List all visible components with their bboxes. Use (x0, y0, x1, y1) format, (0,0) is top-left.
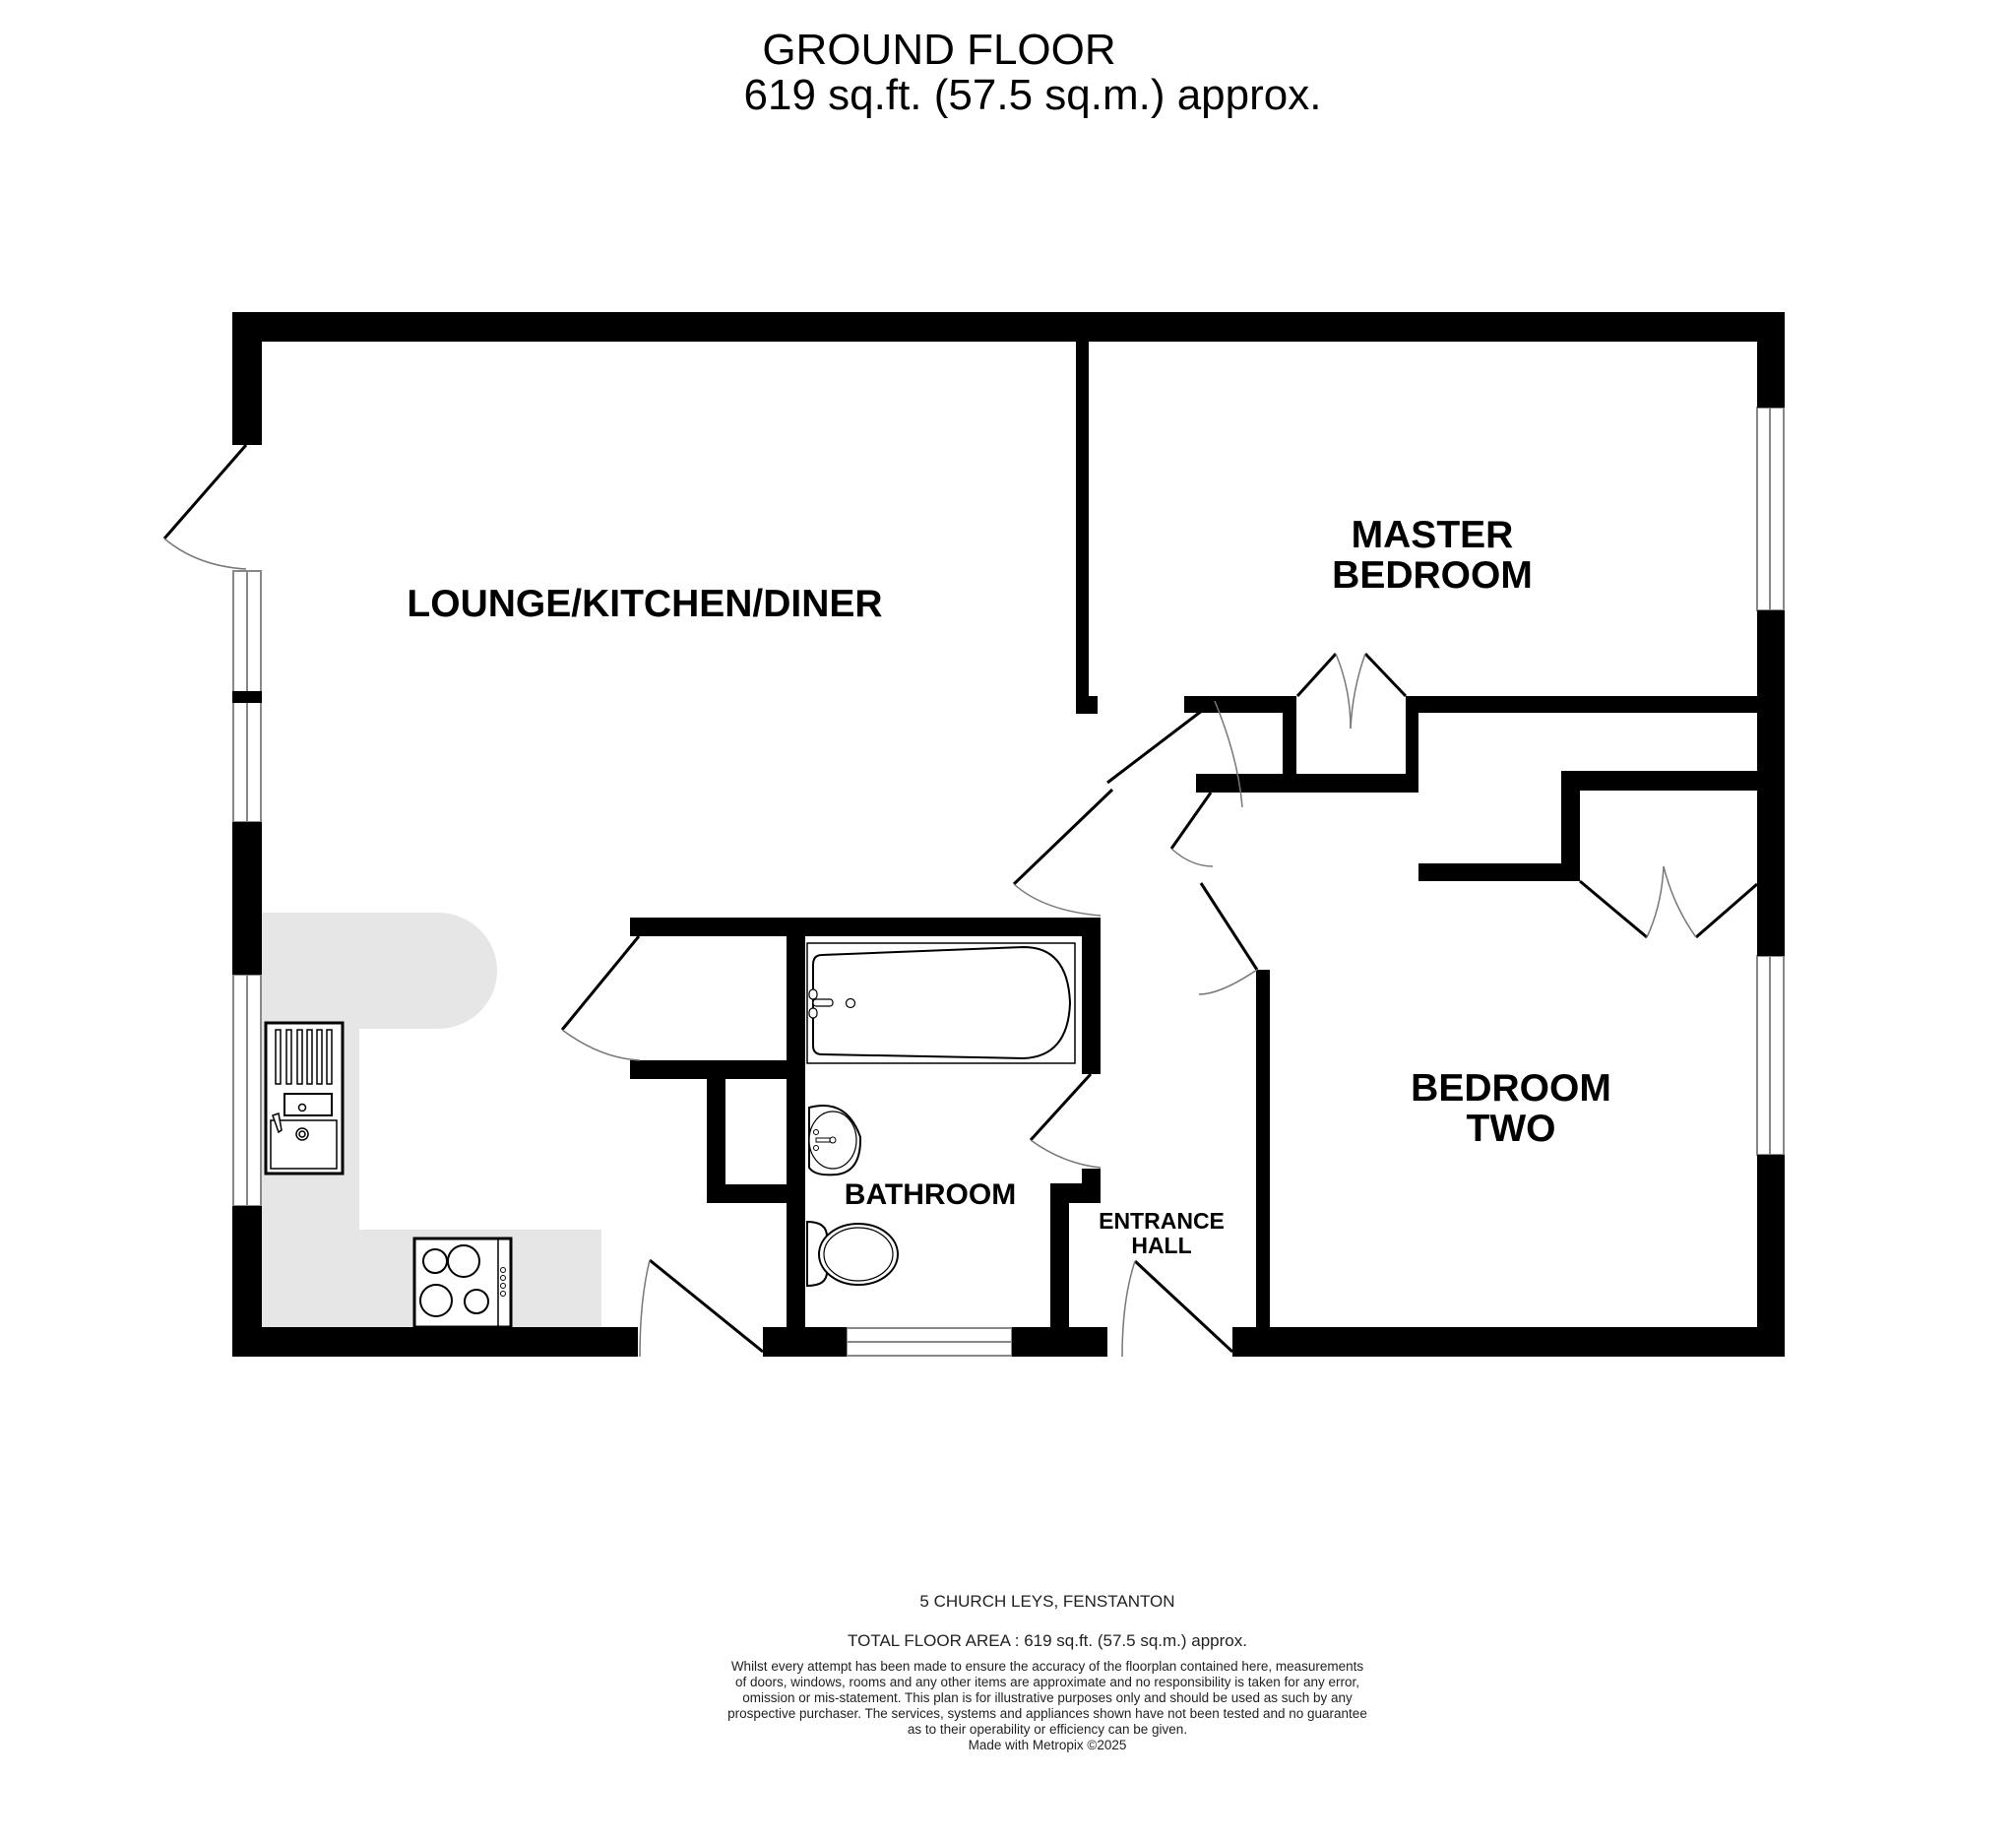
wash-basin (808, 1105, 862, 1176)
room-label-bedroom-two-line2: TWO (1466, 1107, 1556, 1150)
disclaimer-line: prospective purchaser. The services, sys… (727, 1706, 1367, 1721)
hob (412, 1237, 513, 1329)
windows (232, 407, 1785, 1357)
room-label-hall-line2: HALL (1131, 1233, 1192, 1259)
room-label-bathroom: BATHROOM (844, 1178, 1017, 1211)
toilet (806, 1220, 899, 1288)
room-label-lounge: LOUNGE/KITCHEN/DINER (407, 583, 883, 625)
room-label-entrance-hall: ENTRANCE HALL (1073, 1208, 1250, 1259)
disclaimer-line: of doors, windows, rooms and any other i… (734, 1675, 1360, 1689)
room-label-master-line2: BEDROOM (1332, 553, 1533, 597)
walls (232, 312, 1785, 1357)
room-label-bedroom-two: BEDROOM TWO (1363, 1067, 1659, 1150)
disclaimer: Whilst every attempt has been made to en… (39, 1659, 2016, 1738)
room-label-master-bedroom: MASTER BEDROOM (1280, 514, 1585, 597)
doors (162, 444, 1758, 1358)
room-label-hall-line1: ENTRANCE (1099, 1208, 1225, 1234)
floor-title: GROUND FLOOR (762, 26, 1116, 74)
total-floor-area: TOTAL FLOOR AREA : 619 sq.ft. (57.5 sq.m… (848, 1631, 1247, 1650)
room-label-master-line1: MASTER (1351, 514, 1514, 556)
property-address: 5 CHURCH LEYS, FENSTANTON (919, 1592, 1175, 1611)
floor-area: 619 sq.ft. (57.5 sq.m.) approx. (743, 71, 1322, 119)
kitchen-counter (262, 913, 601, 1327)
floor-plan (162, 312, 1785, 1358)
kitchen-sink (264, 1021, 345, 1175)
disclaimer-line: Whilst every attempt has been made to en… (730, 1659, 1364, 1674)
bath (806, 942, 1076, 1064)
room-label-bedroom-two-line1: BEDROOM (1411, 1067, 1611, 1110)
disclaimer-line: omission or mis-statement. This plan is … (742, 1690, 1353, 1705)
made-with-credit: Made with Metropix ©2025 (968, 1738, 1127, 1752)
disclaimer-line: as to their operability or efficiency ca… (907, 1722, 1188, 1737)
